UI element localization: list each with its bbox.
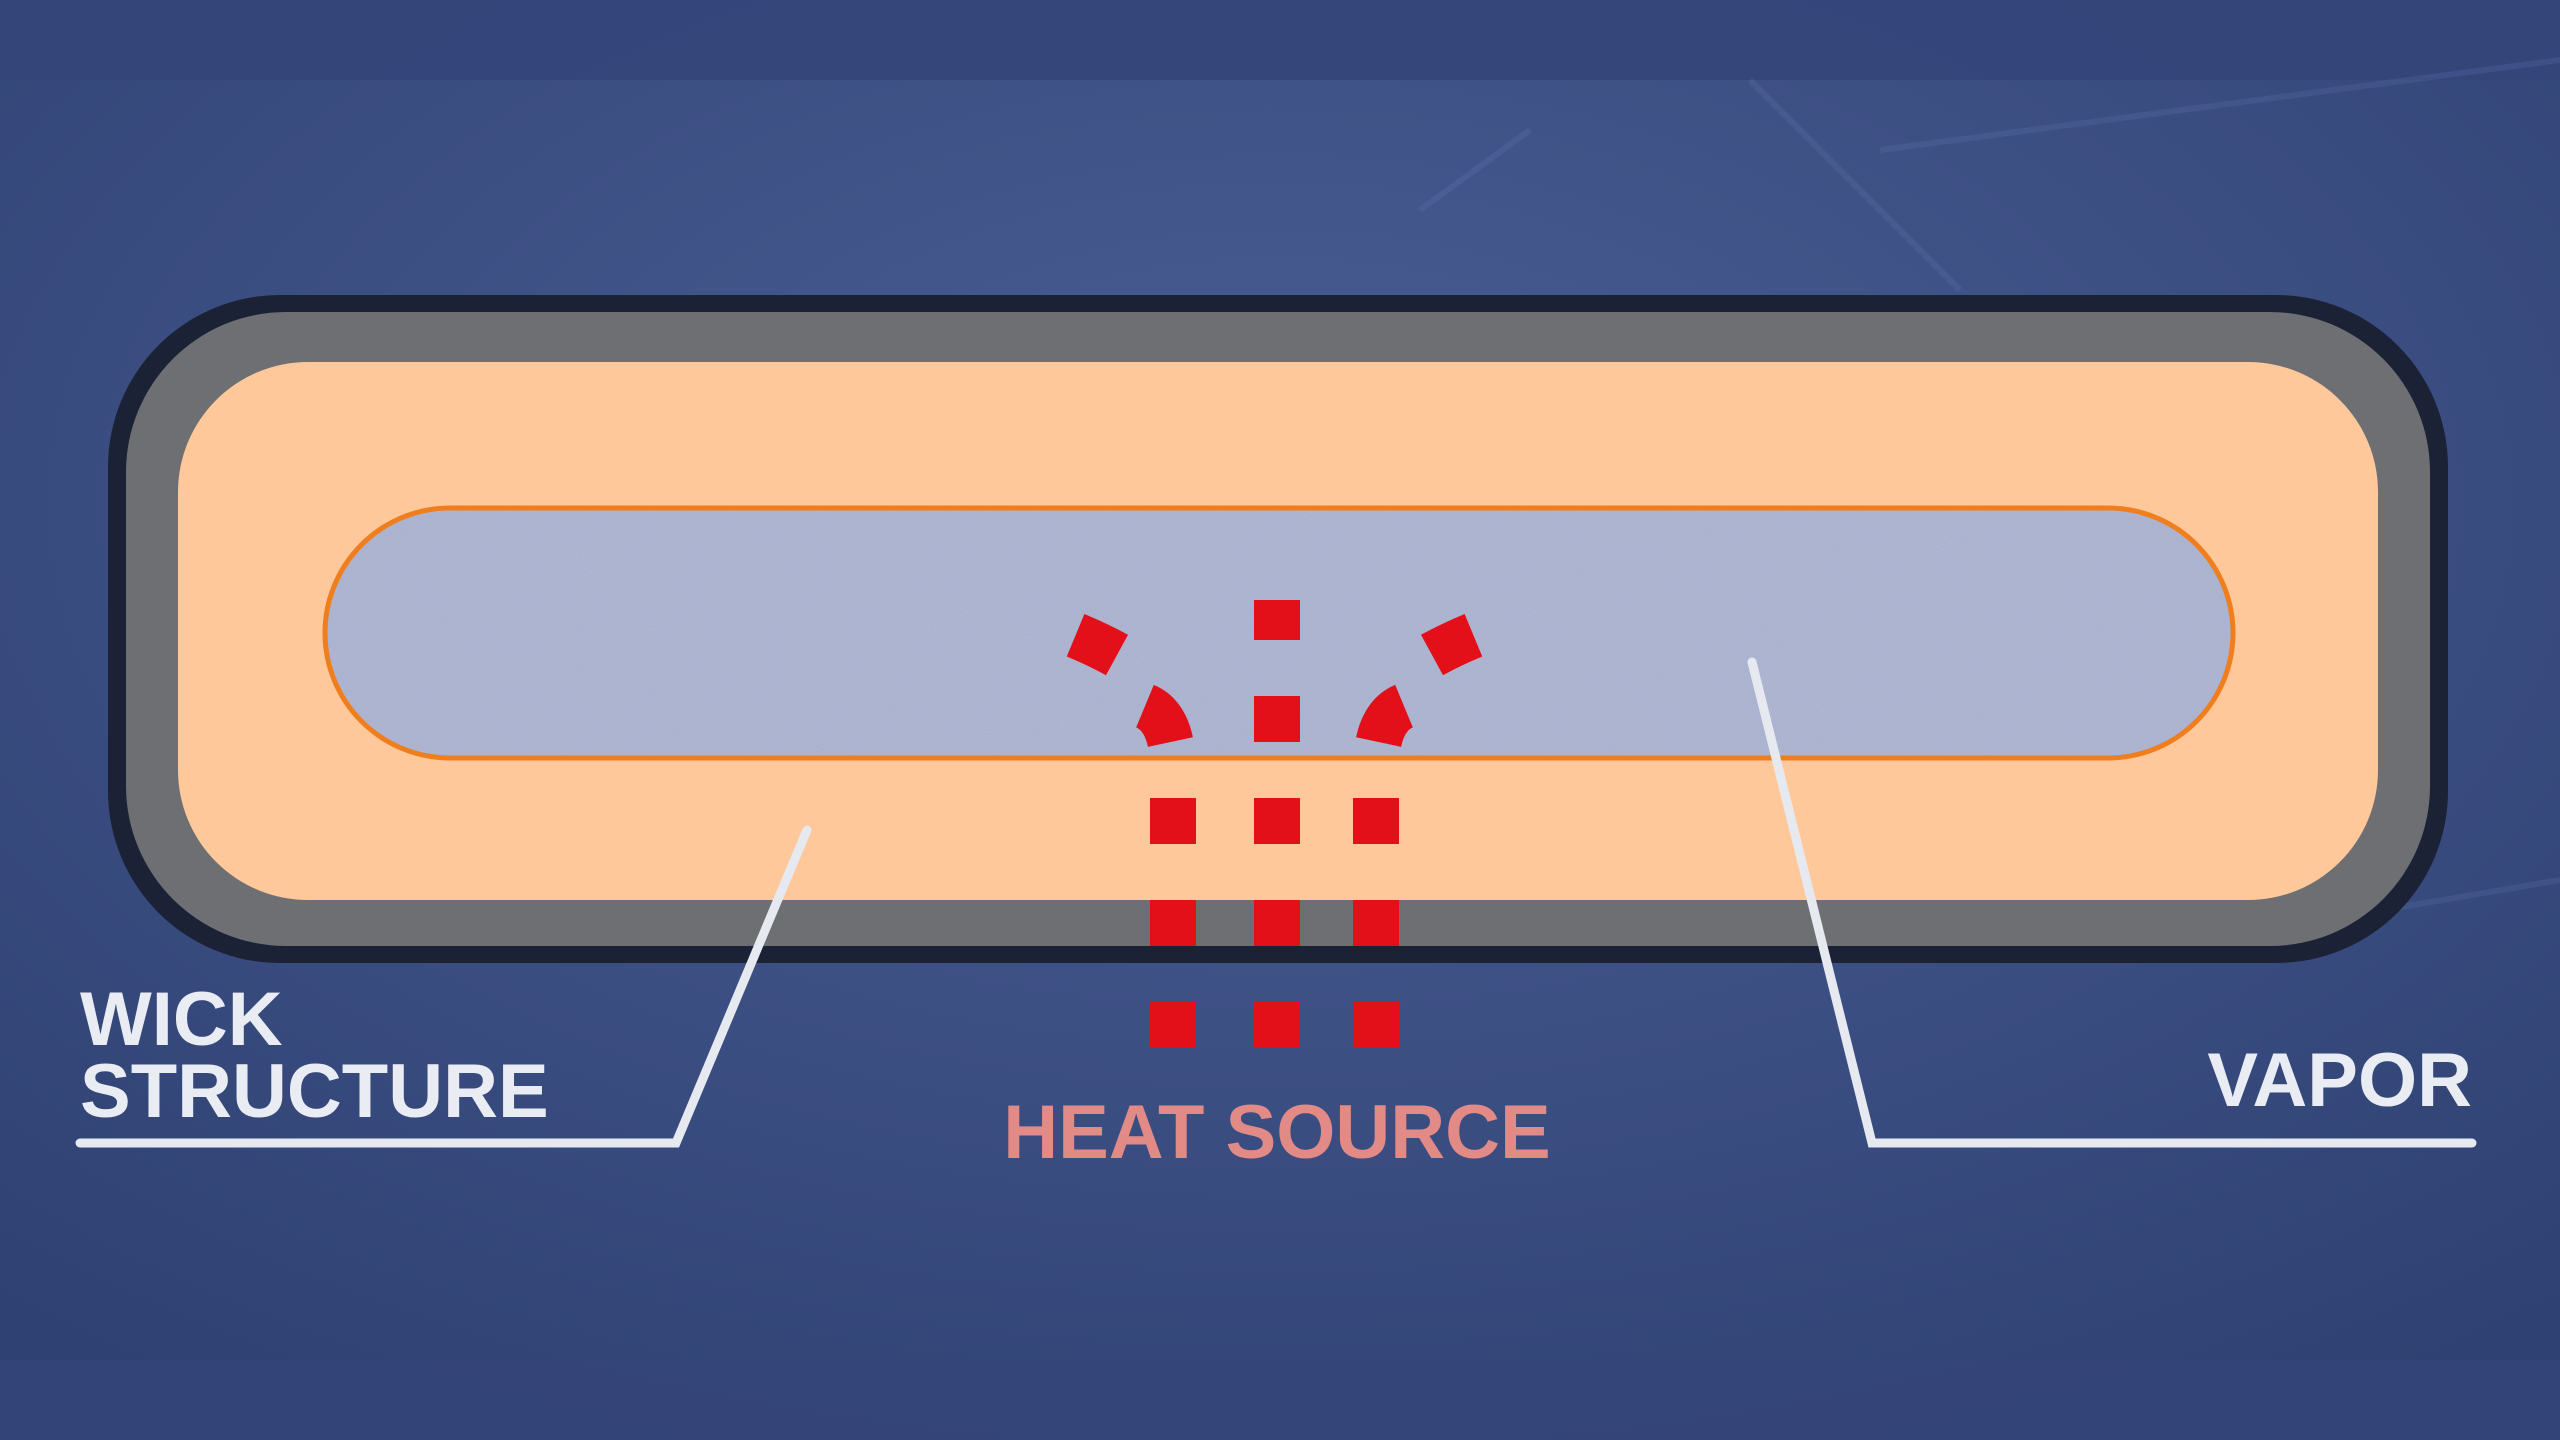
- vapor-label: VAPOR: [2207, 1038, 2472, 1123]
- heat-dash-right: [1353, 611, 1488, 1048]
- top-band: [0, 0, 2560, 80]
- heat-source-label: HEAT SOURCE: [1003, 1090, 1551, 1175]
- bottom-band: [0, 1360, 2560, 1440]
- wick-structure-label-line1: WICK: [80, 977, 283, 1062]
- heat-dash-left: [1061, 611, 1196, 1048]
- vapor-leader-line: [1747, 657, 2477, 1148]
- wick-leader-line: [75, 825, 812, 1148]
- wick-structure-label-line2: STRUCTURE: [80, 1049, 549, 1134]
- heat-flow-icon: [1061, 600, 1488, 1048]
- leader-lines: [75, 657, 2477, 1148]
